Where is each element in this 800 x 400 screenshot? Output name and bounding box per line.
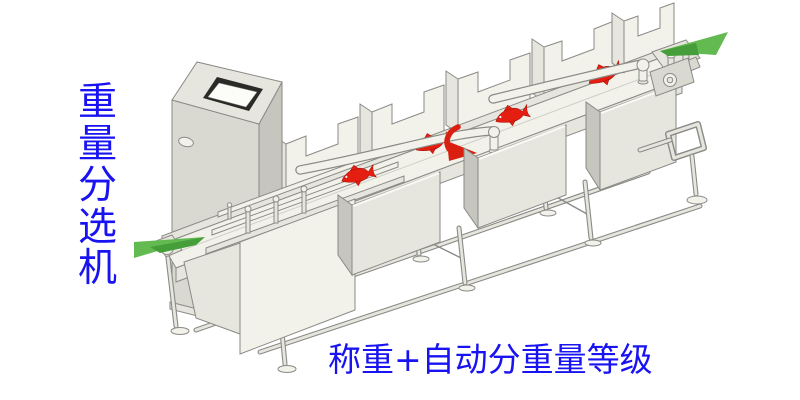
cabinet-handle	[178, 136, 194, 148]
front-bin	[463, 124, 567, 230]
machine-foot	[686, 195, 708, 205]
diverter-arm	[488, 58, 650, 104]
machine-foot	[170, 327, 190, 335]
front-bin	[585, 83, 677, 192]
machine-foot	[539, 209, 557, 217]
machine-foot	[277, 365, 297, 373]
infeed-arrow-icon	[134, 237, 205, 258]
divert-direction-arrow-icon	[444, 124, 477, 161]
end-bracket	[637, 121, 708, 205]
front-bins	[183, 83, 677, 355]
machine-foot	[584, 239, 602, 247]
front-bin	[337, 171, 441, 277]
vertical-title: 重量分选机	[78, 80, 118, 291]
bottom-caption: 称重+自动分重量等级	[328, 340, 653, 379]
cabinet-screen	[207, 82, 258, 108]
guide-post	[226, 185, 308, 234]
weigher-body-panel	[239, 198, 356, 355]
outfeed-arrow-icon	[660, 32, 728, 56]
machine-foot	[412, 255, 430, 263]
machine-foot	[458, 284, 476, 292]
